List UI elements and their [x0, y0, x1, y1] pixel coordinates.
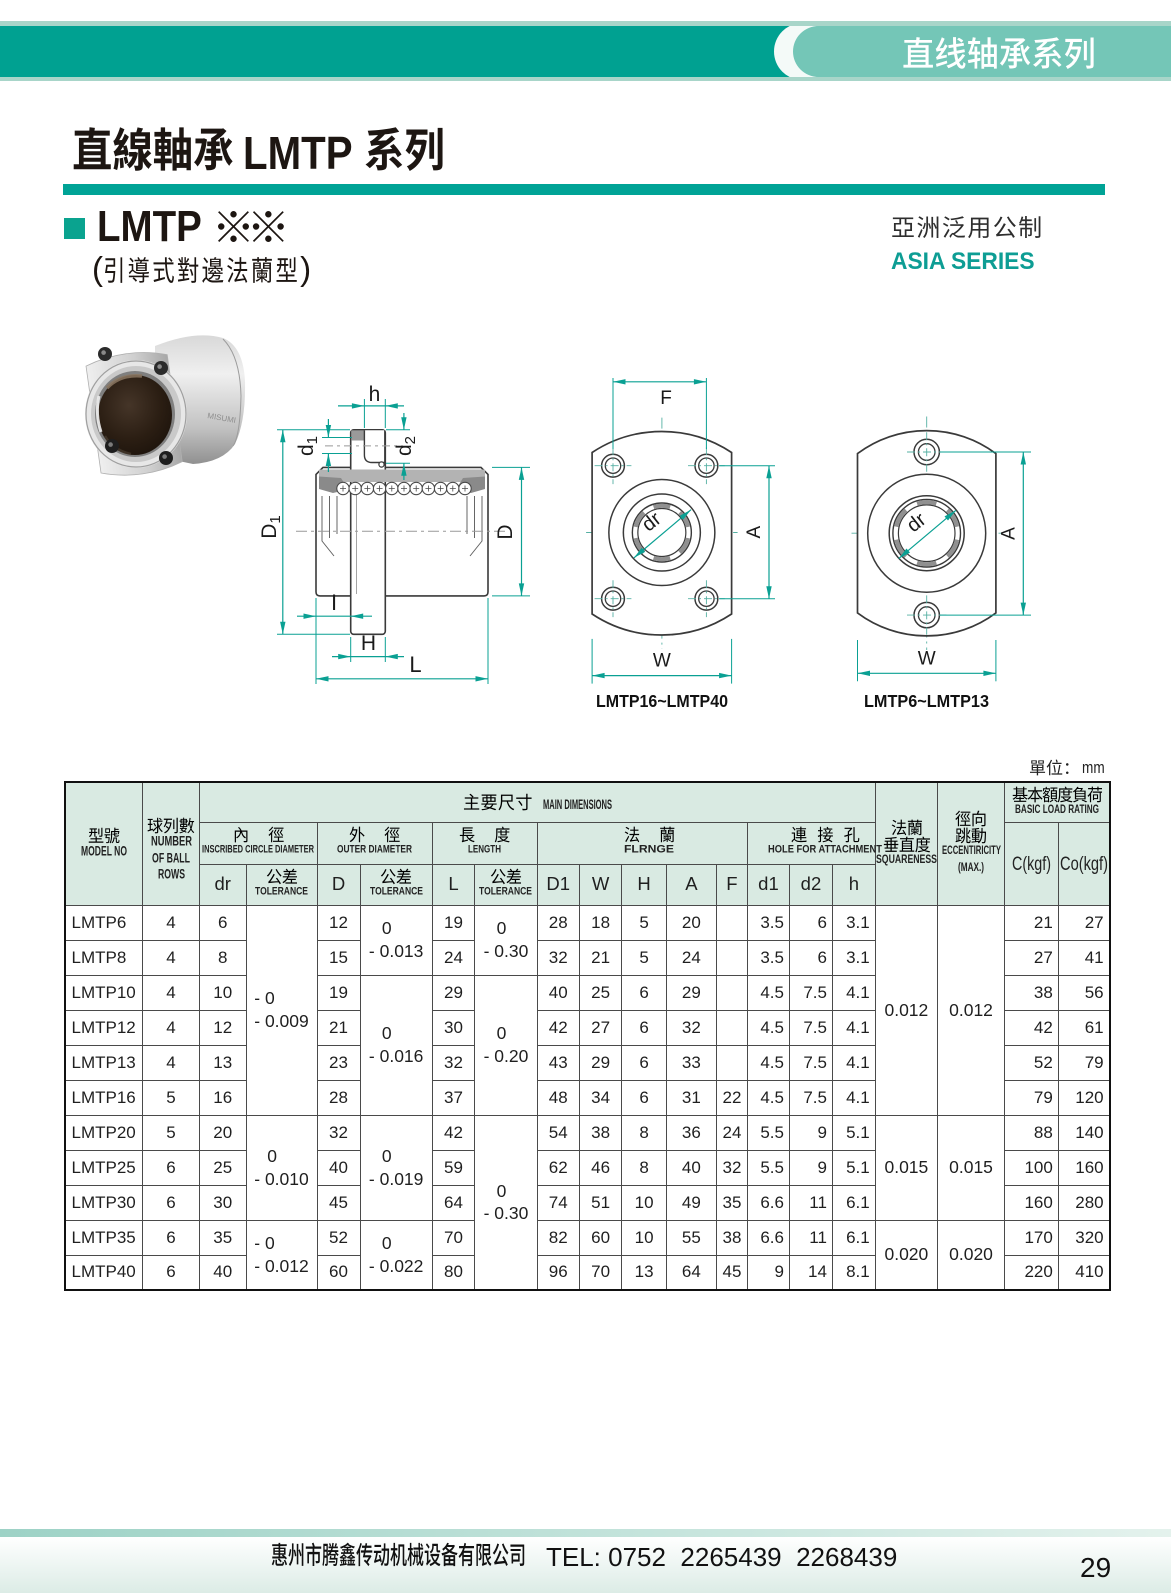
svg-text:D1: D1 — [260, 515, 284, 539]
svg-text:D: D — [494, 524, 517, 539]
svg-text:(MAX.): (MAX.) — [958, 861, 984, 874]
svg-text:C(kgf): C(kgf) — [1012, 854, 1051, 874]
svg-text:A: A — [744, 526, 765, 539]
svg-text:OF BALL: OF BALL — [152, 851, 190, 865]
svg-text:TOLERANCE: TOLERANCE — [479, 885, 532, 897]
svg-text:LENGTH: LENGTH — [468, 844, 501, 856]
svg-text:L: L — [409, 652, 421, 677]
svg-text:W: W — [918, 648, 936, 669]
svg-text:TOLERANCE: TOLERANCE — [255, 885, 308, 897]
svg-text:SQUARENESS: SQUARENESS — [876, 853, 937, 866]
svg-text:INSCRIBED CIRCLE DIAMETER: INSCRIBED CIRCLE DIAMETER — [202, 844, 314, 856]
svg-text:FLRNGE: FLRNGE — [624, 844, 674, 856]
svg-text:d1: d1 — [295, 436, 321, 456]
svg-text:HOLE FOR ATTACHMENT: HOLE FOR ATTACHMENT — [768, 844, 882, 856]
svg-text:H: H — [361, 632, 376, 655]
svg-text:W: W — [653, 651, 671, 672]
svg-text:OUTER DIAMETER: OUTER DIAMETER — [337, 844, 412, 856]
svg-text:A: A — [998, 527, 1019, 540]
svg-text:NUMBER: NUMBER — [151, 834, 192, 848]
svg-text:Co(kgf): Co(kgf) — [1060, 854, 1108, 874]
svg-text:d2: d2 — [393, 436, 419, 456]
svg-text:ECCENTIRICITY: ECCENTIRICITY — [942, 844, 1001, 857]
svg-text:BASIC LOAD RATING: BASIC LOAD RATING — [1015, 803, 1099, 816]
svg-text:ROWS: ROWS — [158, 867, 185, 881]
svg-text:I: I — [331, 590, 337, 615]
svg-text:F: F — [660, 388, 672, 409]
svg-text:LMTP6~LMTP13: LMTP6~LMTP13 — [864, 691, 989, 711]
svg-text:MODEL NO: MODEL NO — [81, 844, 127, 858]
svg-text:MAIN DIMENSIONS: MAIN DIMENSIONS — [543, 797, 612, 812]
svg-text:h: h — [369, 383, 381, 406]
svg-text:TOLERANCE: TOLERANCE — [370, 885, 423, 897]
svg-text:LMTP16~LMTP40: LMTP16~LMTP40 — [596, 691, 728, 711]
